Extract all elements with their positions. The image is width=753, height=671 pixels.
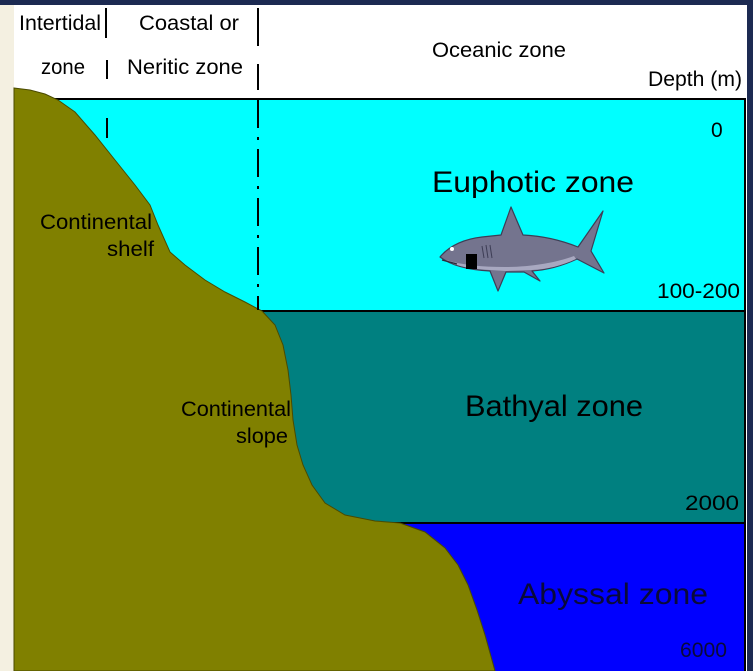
neritic-label-line1: Coastal or xyxy=(139,12,239,35)
euphotic-bottom-depth: 100-200 xyxy=(657,280,740,303)
oceanic-zone-label: Oceanic zone xyxy=(432,39,566,62)
continental-slope-label-line1: Continental xyxy=(181,398,291,421)
euphotic-zone-label: Euphotic zone xyxy=(432,166,634,199)
top-border xyxy=(0,0,753,5)
abyssal-bottom-depth: 6000 xyxy=(680,639,727,662)
bathyal-zone-label: Bathyal zone xyxy=(465,390,643,423)
neritic-label-line2: Neritic zone xyxy=(127,56,243,79)
continental-slope-label-line2: slope xyxy=(236,425,288,448)
depth-heading: Depth (m) xyxy=(648,68,742,91)
bathyal-bottom-depth: 2000 xyxy=(685,492,739,515)
continental-shelf-label-line2: shelf xyxy=(107,238,154,261)
right-border xyxy=(747,0,753,671)
intertidal-label-line1: Intertidal xyxy=(19,12,101,35)
continental-shelf-label-line1: Continental xyxy=(40,211,152,234)
shark-eye xyxy=(450,247,454,251)
intertidal-label-line2: zone xyxy=(41,56,85,79)
surface-depth-value: 0 xyxy=(711,119,723,142)
shark-gill-mark xyxy=(466,254,477,269)
abyssal-zone-label: Abyssal zone xyxy=(518,578,708,611)
